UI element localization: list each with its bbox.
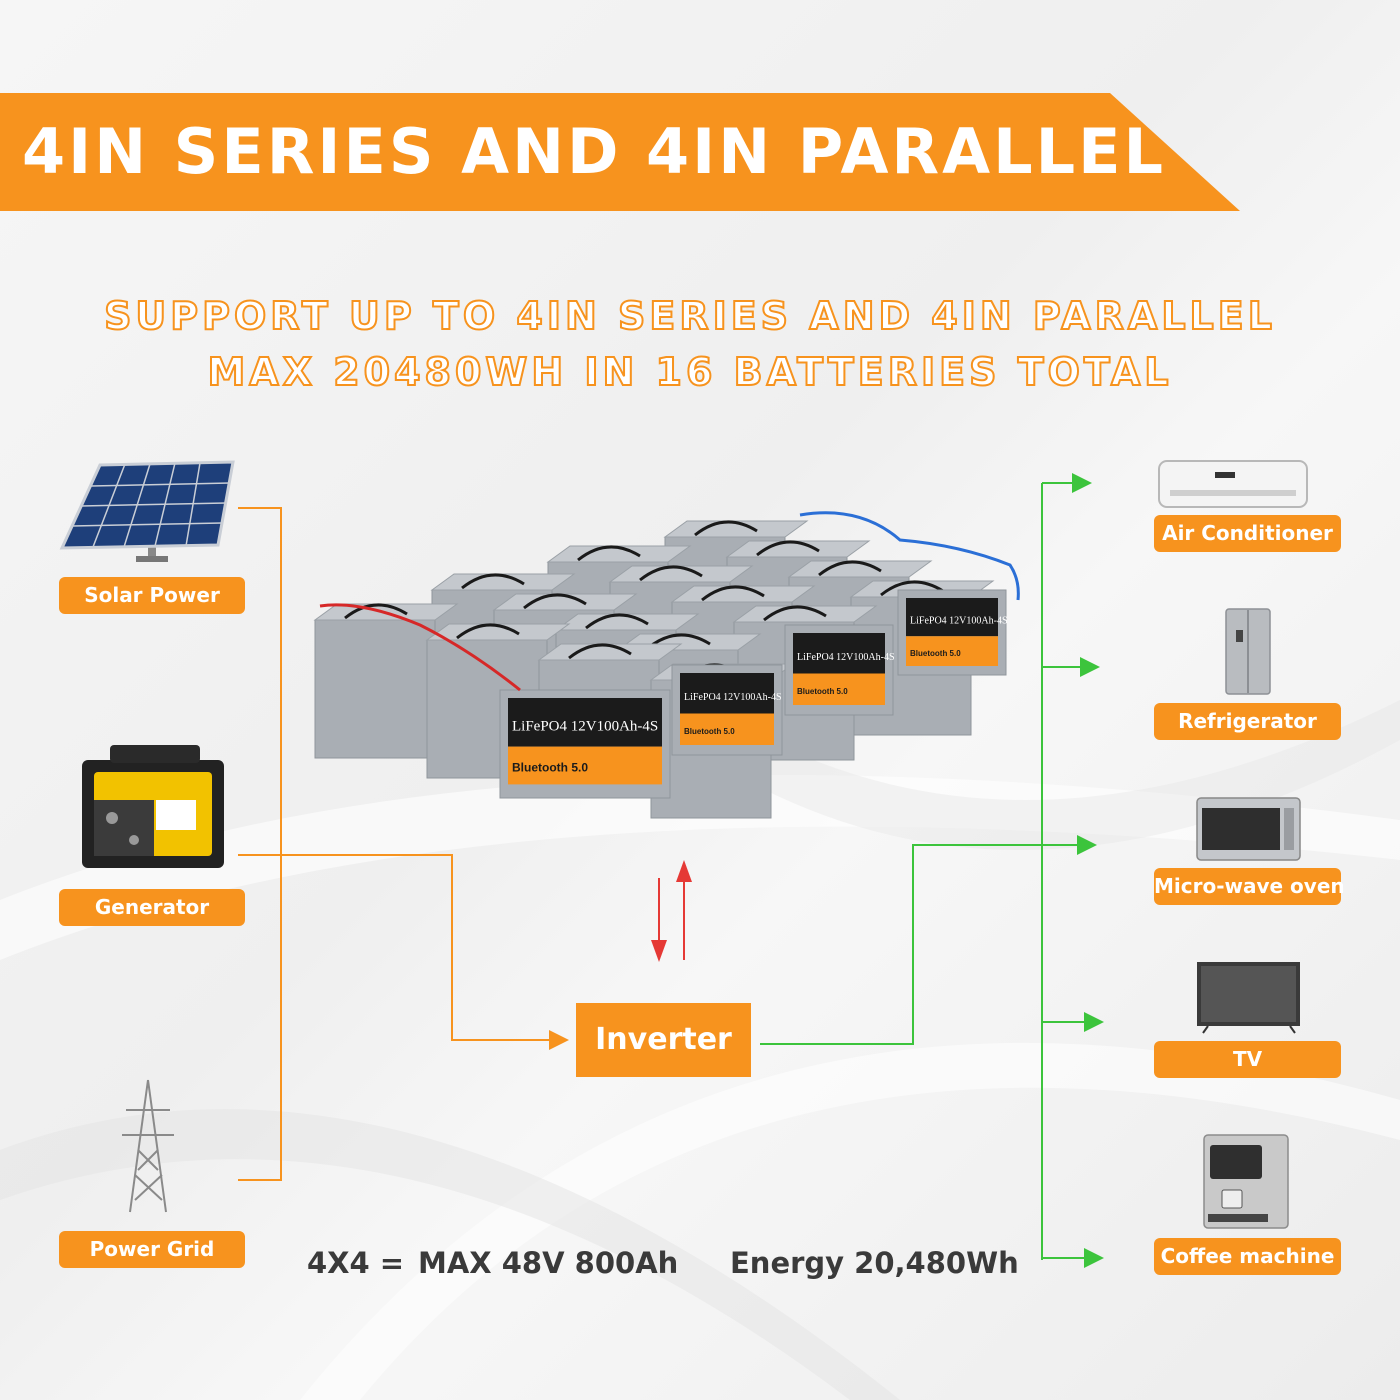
title-banner <box>0 93 1240 211</box>
source-label-grid: Power Grid <box>59 1231 245 1268</box>
load-label-air-conditioner: Air Conditioner <box>1154 515 1341 552</box>
banner-title: 4IN SERIES AND 4IN PARALLEL <box>22 115 1167 188</box>
source-label-solar: Solar Power <box>59 577 245 614</box>
load-label-refrigerator: Refrigerator <box>1154 703 1341 740</box>
load-label-tv: TV <box>1154 1041 1341 1078</box>
charge-discharge-arrows <box>651 860 692 962</box>
source-label-generator: Generator <box>59 889 245 926</box>
summary-config: 4X4 = <box>307 1246 405 1280</box>
summary-capacity: MAX 48V 800Ah <box>418 1246 679 1280</box>
source-bracket <box>238 507 282 1181</box>
subtitle-line-2: MAX 20480WH IN 16 BATTERIES TOTAL <box>206 349 1173 395</box>
load-label-coffee-machine: Coffee machine <box>1154 1238 1341 1275</box>
subtitle-line-1: SUPPORT UP TO 4IN SERIES AND 4IN PARALLE… <box>103 293 1276 339</box>
inverter-to-loads-line <box>760 835 1097 1045</box>
load-label-microwave: Micro-wave oven <box>1154 868 1345 905</box>
inverter-box: Inverter <box>576 1003 751 1077</box>
summary-energy: Energy 20,480Wh <box>730 1246 1019 1280</box>
source-to-inverter-line <box>238 854 569 1050</box>
